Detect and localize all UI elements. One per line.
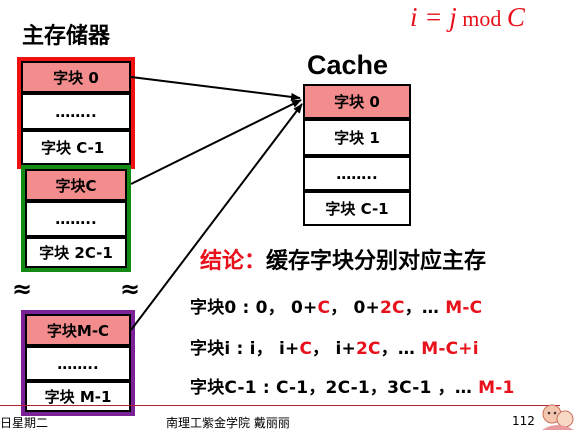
cache-block-1: 字块 1 bbox=[303, 119, 411, 156]
memory-block-0: 字块 0 bbox=[21, 61, 131, 93]
mapping-line-0-part: 0+ bbox=[347, 298, 380, 318]
footer-date: 日星期二 bbox=[0, 416, 49, 430]
footer-page-number: 112 bbox=[512, 414, 535, 428]
mapping-line-0-part: ，… bbox=[404, 298, 446, 318]
mapping-line-0-part: 字块0 : 0， bbox=[190, 298, 285, 318]
mapping-line-0-part: ， bbox=[330, 298, 348, 318]
footer-author: 南理工紫金学院 戴丽丽 bbox=[166, 416, 290, 430]
mapping-line-1-part: M-C+i bbox=[421, 339, 479, 359]
formula-mod: mod bbox=[456, 6, 507, 31]
arrow-block-c bbox=[130, 99, 302, 185]
mapping-formula: i = j mod C bbox=[410, 2, 570, 36]
formula-j: j bbox=[449, 2, 457, 32]
mapping-line-1-part: ， bbox=[312, 339, 330, 359]
mapping-line-1-part: 2C bbox=[355, 339, 381, 359]
mapping-line-1-part: ，… bbox=[380, 339, 422, 359]
formula-c: C bbox=[506, 2, 525, 32]
mapping-line-0: 字块0 : 0， 0+C， 0+2C，… M-C bbox=[190, 293, 482, 318]
mapping-line-0-part: M-C bbox=[445, 298, 483, 318]
memory-block-m-minus-c: 字块M-C bbox=[25, 314, 131, 346]
gap-symbol-left: ≈ bbox=[12, 275, 33, 303]
mapping-line-1-part: 字块i : i， bbox=[190, 339, 273, 359]
memory-group-green bbox=[21, 165, 131, 272]
cache-block-ellipsis: …….. bbox=[303, 156, 411, 191]
mapping-line-0-part: C bbox=[317, 298, 331, 318]
arrow-block-m-minus-c bbox=[130, 103, 303, 331]
memory-block-ellipsis-2: …….. bbox=[25, 201, 127, 237]
memory-block-ellipsis-1: …….. bbox=[21, 93, 131, 130]
mapping-line-1-part: i+ bbox=[329, 339, 356, 359]
mapping-line-1-part: i+ bbox=[272, 339, 300, 359]
mapping-line-0-part: 0+ bbox=[284, 298, 318, 318]
footer-divider bbox=[0, 405, 560, 406]
cache-block-0: 字块 0 bbox=[303, 84, 411, 119]
mapping-line-1-part: C bbox=[299, 339, 313, 359]
mapping-line-2-part: 字块C-1 : C-1，2C-1，3C-1 ，… bbox=[190, 378, 479, 398]
formula-eq: = bbox=[417, 2, 450, 32]
arrow-block-0 bbox=[130, 76, 301, 101]
mapping-line-2: 字块C-1 : C-1，2C-1，3C-1 ，… M-1 bbox=[190, 373, 515, 398]
memory-block-ellipsis-3: …….. bbox=[25, 346, 131, 381]
memory-block-c-minus-1: 字块 C-1 bbox=[21, 130, 131, 165]
mapping-line-2-part: M-1 bbox=[478, 378, 515, 398]
cache-title: Cache bbox=[307, 50, 389, 80]
mapping-line-0-part: 2C bbox=[379, 298, 405, 318]
formula-i: i bbox=[410, 2, 418, 32]
cache-block-c-minus-1: 字块 C-1 bbox=[303, 191, 411, 226]
conclusion-body: 缓存字块分别对应主存 bbox=[266, 248, 487, 274]
memory-block-c: 字块C bbox=[25, 169, 127, 201]
memory-group-purple bbox=[21, 310, 135, 416]
memory-block-m-minus-1: 字块 M-1 bbox=[25, 381, 131, 412]
conclusion-text: 结论：缓存字块分别对应主存 bbox=[200, 243, 486, 275]
gap-symbol-right: ≈ bbox=[120, 275, 141, 303]
memory-block-2c-minus-1: 字块 2C-1 bbox=[25, 237, 127, 268]
mapping-line-1: 字块i : i， i+C， i+2C，… M-C+i bbox=[190, 334, 479, 359]
main-memory-title: 主存储器 bbox=[22, 23, 111, 49]
conclusion-key: 结论： bbox=[200, 248, 267, 274]
corner-decoration-icon bbox=[542, 404, 574, 430]
